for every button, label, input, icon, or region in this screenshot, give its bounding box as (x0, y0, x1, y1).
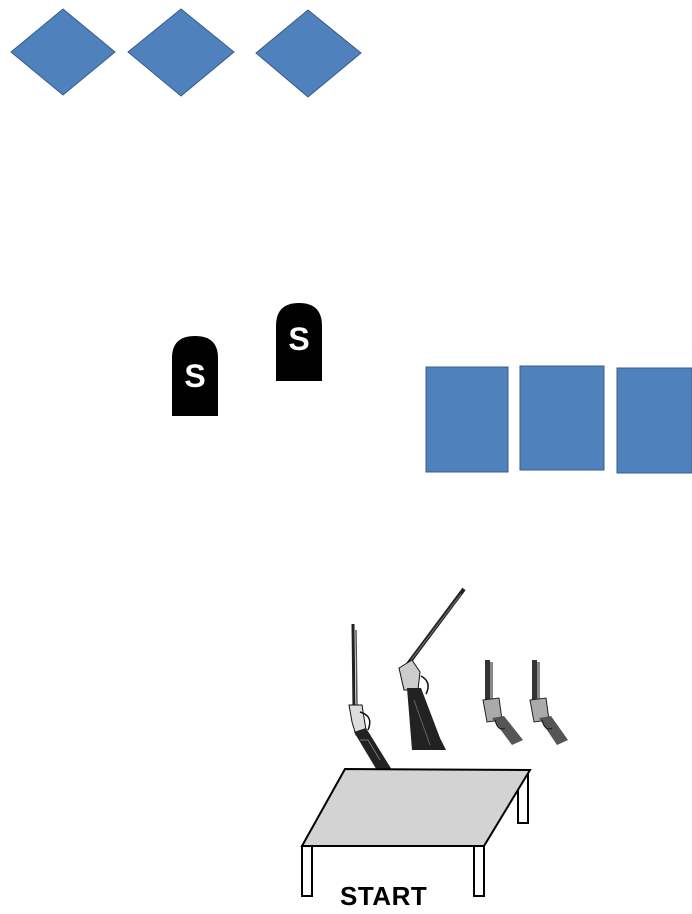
firearms (349, 589, 568, 772)
diamond-target-2 (128, 9, 234, 96)
rectangle-target-1 (426, 367, 508, 472)
shotgun-icon (399, 589, 464, 750)
start-label: START (340, 881, 460, 912)
start-table (302, 769, 530, 896)
diamond-targets (11, 9, 361, 97)
table-leg-front-left (302, 846, 312, 896)
rectangle-target-2 (520, 366, 604, 470)
rectangle-target-3 (617, 368, 692, 473)
lever-action-rifle-icon (349, 624, 392, 772)
table-leg-front-right (474, 846, 484, 896)
diamond-target-3 (256, 10, 361, 97)
table-top (302, 769, 530, 846)
steel-popper-left: S (172, 336, 218, 416)
steel-popper-right-label: S (288, 321, 309, 357)
steel-popper-right: S (276, 303, 322, 381)
rectangle-targets (426, 366, 692, 473)
steel-popper-targets: S S (172, 303, 322, 416)
revolver-icon (483, 660, 523, 745)
steel-popper-left-label: S (184, 358, 205, 394)
revolver-icon (530, 660, 568, 745)
diamond-target-1 (11, 9, 115, 95)
